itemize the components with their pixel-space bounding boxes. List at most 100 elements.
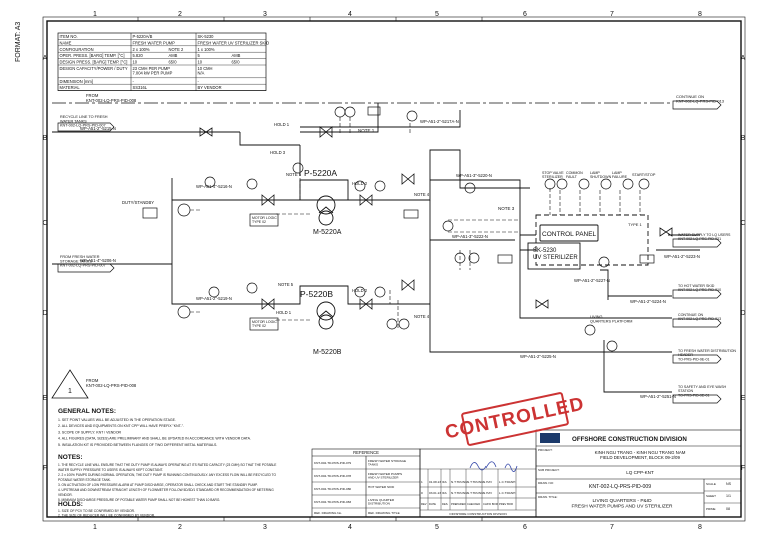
- reference-drawing-no: KNT-002-TD-PRS-PID-078: [314, 474, 351, 478]
- row-ref-left: D: [42, 310, 47, 317]
- reference-foot-no: REF. DRAWING No.: [314, 511, 342, 515]
- column-ref-bottom: 5: [435, 524, 439, 531]
- datasheet-cell: 2 x 100%: [133, 47, 150, 52]
- reference-drawing-title: HOT WATER SKID: [368, 485, 395, 489]
- revision-cell: N.HAY: [483, 491, 492, 495]
- control-panel-box: [539, 224, 599, 242]
- note-item: 5. MINIMUM DISCHARGE PRESSURE OF POTABLE…: [58, 498, 220, 502]
- revision-cell: N.T.TRUNG: [451, 480, 468, 484]
- note-item: 1. THE RECYCLE LINE WILL ENSURE THAT THE…: [58, 463, 276, 467]
- column-ref-bottom: 2: [178, 524, 182, 531]
- row-ref-right: D: [740, 310, 745, 317]
- column-ref-top: 5: [435, 11, 439, 18]
- datasheet-cell: 5.820: [133, 53, 144, 58]
- motor-a-tag: M-5220A: [313, 229, 342, 236]
- reference-drawing-no: KNT-002-TD-PRS-PID-083: [314, 500, 351, 504]
- revision-cell: 01.08.23: [429, 480, 441, 484]
- revision-flag-number: 1: [68, 388, 72, 395]
- datasheet-cell: NOTE 2: [169, 47, 185, 52]
- hold-3-ref: HOLD 3: [270, 150, 286, 155]
- datasheet-cell: ITEM NO.: [60, 34, 78, 39]
- row-ref-right: A: [741, 55, 746, 62]
- datasheet-cell: 1 x 100%: [198, 47, 215, 52]
- revision-head: CHECKED: [467, 502, 480, 506]
- line-5217a: WP-A51-2"-5217A-N: [420, 119, 459, 124]
- scale-label: SCALE: [706, 482, 716, 486]
- note-5-ref: NOTE 5: [286, 172, 302, 177]
- pump-b-tag: P-5220B: [300, 289, 333, 299]
- line-5219: WP-A51-2"-5219-N: [196, 296, 232, 301]
- revision-company: OFFSHORE CONSTRUCTION DIVISION: [449, 512, 506, 516]
- sheet-label: SHEET: [706, 494, 716, 498]
- notes-section: GENERAL NOTES:1. SET POINT VALUES WILL B…: [58, 408, 276, 518]
- line-5223: WP-A51-2"-5223-N: [664, 254, 700, 259]
- row-ref-right: E: [741, 395, 746, 402]
- column-ref-top: 4: [348, 11, 352, 18]
- datasheet-cell: AMB: [169, 53, 178, 58]
- revision-head: CHK'D BOR: [483, 502, 498, 506]
- revision-cell: N.T.TRUNG: [451, 491, 468, 495]
- signature-mark: [485, 461, 497, 469]
- control-panel-label: CONTROL PANEL: [542, 231, 597, 238]
- datasheet-cell: 10: [133, 60, 138, 65]
- general-note-item: 2. ALL DEVICES AND EQUIPMENTS ON KNT CPP…: [58, 424, 184, 428]
- type-1-label: TYPE 1: [628, 222, 643, 227]
- datasheet-cell: NAME: [60, 40, 72, 45]
- datasheet-cell: CONFIGURATION: [60, 47, 94, 52]
- signature-mark: [469, 462, 487, 471]
- line-5215: WP-A51-2"-5215-N: [80, 126, 116, 131]
- datasheet-cell: FRESH WATER PUMP: [133, 40, 176, 45]
- row-ref-right: C: [740, 220, 745, 227]
- rev-label: PRIME: [706, 507, 716, 511]
- revision-cell: 1: [421, 480, 423, 484]
- notes-title: NOTES:: [58, 454, 83, 461]
- duty-standby-label: DUTY/STANDBY: [122, 200, 154, 205]
- column-ref-bottom: 4: [348, 524, 352, 531]
- datasheet-cell: SK-5230: [198, 34, 215, 39]
- signature-mark: [504, 463, 518, 472]
- division-name: OFFSHORE CONSTRUCTION DIVISION: [572, 436, 687, 443]
- general-note-item: 4. ALL FIGURES (DATA, SIZES) ARE PRELIMI…: [58, 437, 251, 441]
- column-ref-bottom: 8: [698, 524, 702, 531]
- reference-title: REFERENCE: [353, 450, 379, 455]
- reference-drawing-no: KNT-002-TD-PRS-PID-079: [314, 461, 351, 465]
- column-ref-bottom: 3: [263, 524, 267, 531]
- datasheet-cell: 5: [198, 53, 201, 58]
- subproject-label: SUB PROJECT:: [538, 468, 560, 472]
- row-ref-right: B: [741, 135, 746, 142]
- uv-sterilizer-box: [527, 242, 581, 270]
- revision-cell: L.C.TRANH: [499, 480, 515, 484]
- motor-a-symbol: [318, 210, 334, 226]
- datasheet-cell: OPER. PRESS. [BARG] TEMP. [°C]: [60, 53, 125, 58]
- note-3-ref: NOTE 3: [498, 206, 515, 211]
- hold-item: 1. SIZE OF PCV TO BE CONFIRMED BY VENDOR…: [58, 509, 135, 513]
- datasheet-cell: -: [198, 79, 200, 84]
- project-block: [535, 429, 742, 518]
- line-5227: WP-A51-2"-5227-N: [574, 278, 610, 283]
- line-5220: WP-A51-3"-5220-N: [456, 173, 492, 178]
- datasheet-cell: -: [133, 79, 135, 84]
- datasheet-cell: P-5220A/B: [133, 34, 153, 39]
- column-ref-bottom: 1: [93, 524, 97, 531]
- datasheet-cell: 65/0: [169, 60, 178, 65]
- column-ref-bottom: 7: [610, 524, 614, 531]
- note-item: WATER SUPPLY PRESSURE TO USERS IS ALWAYS…: [58, 468, 163, 472]
- general-notes-title: GENERAL NOTES:: [58, 408, 116, 415]
- holds-title: HOLDS:: [58, 501, 83, 508]
- datasheet-cell: 10: [198, 60, 203, 65]
- process-graphics: [51, 100, 722, 404]
- revision-cell: N.T.TRUNG: [467, 480, 484, 484]
- datasheet-cell: DESIGN PRESS. [BARG] TEMP. [°C]: [60, 60, 128, 65]
